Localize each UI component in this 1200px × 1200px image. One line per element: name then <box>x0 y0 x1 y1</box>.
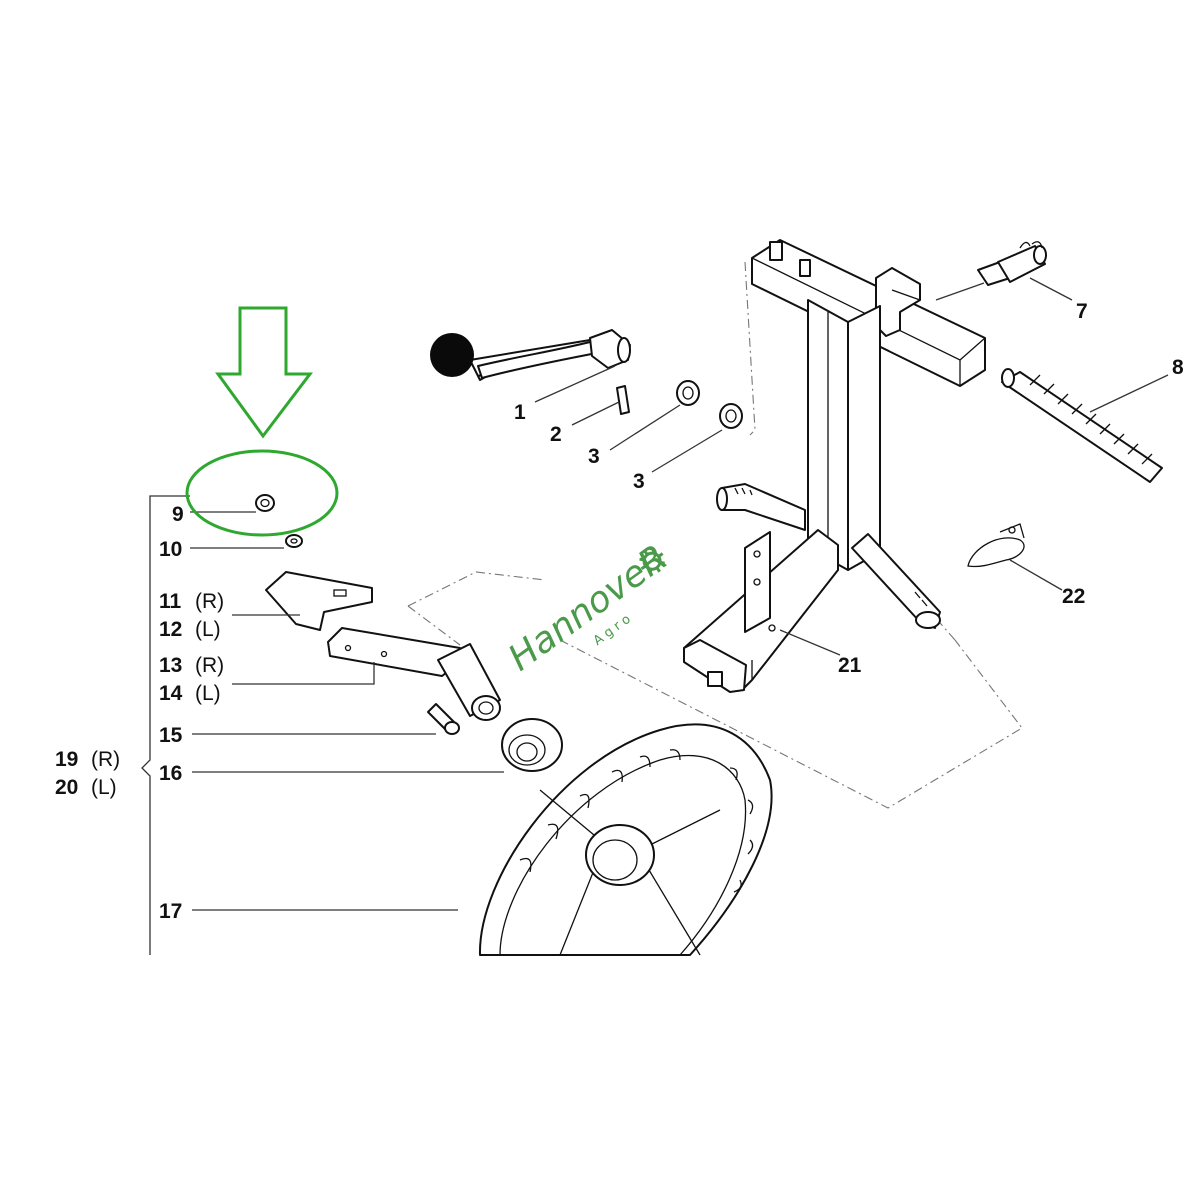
callout-3b: 3 <box>633 470 645 493</box>
callout-20: 20 <box>55 776 78 799</box>
bearing-part-16 <box>501 718 563 772</box>
handle-knob-icon <box>430 333 474 377</box>
callout-14-side: (L) <box>195 682 221 705</box>
callout-21: 21 <box>838 654 862 677</box>
callout-labels: 1 2 3 3 7 8 22 21 9 10 11 (R) 12 (L) 13 … <box>55 300 1184 923</box>
callout-14: 14 <box>159 682 183 705</box>
callout-3a: 3 <box>588 445 600 468</box>
washers-part-3 <box>676 380 743 429</box>
callout-19-side: (R) <box>91 748 120 771</box>
callout-8: 8 <box>1172 356 1184 379</box>
threaded-rod-part-8 <box>1001 368 1163 483</box>
callout-20-side: (L) <box>91 776 117 799</box>
callout-10: 10 <box>159 538 182 561</box>
watermark-logo: HannoveR Agro <box>501 537 675 679</box>
callout-17: 17 <box>159 900 182 923</box>
callout-11-side: (R) <box>195 590 224 613</box>
watermark-brand: HannoveR <box>501 537 675 679</box>
highlight-arrow-icon <box>215 306 314 439</box>
callout-19: 19 <box>55 748 78 771</box>
callout-1: 1 <box>514 401 526 424</box>
highlight-circle <box>185 449 339 537</box>
gear-icon <box>639 548 665 574</box>
fitting-part-7 <box>977 241 1047 286</box>
callout-13: 13 <box>159 654 182 677</box>
highlight-markers <box>185 306 339 537</box>
callout-2: 2 <box>550 423 562 446</box>
callout-13-side: (R) <box>195 654 224 677</box>
callout-15: 15 <box>159 724 183 747</box>
callout-22: 22 <box>1062 585 1085 608</box>
callout-11: 11 <box>159 590 182 613</box>
pin-part-2 <box>616 385 630 415</box>
callout-16: 16 <box>159 762 182 785</box>
leader-lines <box>141 277 1169 955</box>
washer-part-10 <box>285 534 303 548</box>
lynch-pin-part-22 <box>967 523 1025 568</box>
callout-9: 9 <box>172 503 184 526</box>
wheel-assembly <box>255 494 773 956</box>
callout-12: 12 <box>159 618 182 641</box>
callout-7: 7 <box>1076 300 1088 323</box>
arm-part-13 <box>327 627 461 677</box>
scraper-part-11 <box>265 571 373 631</box>
nut-part-9 <box>255 494 275 512</box>
frame-stand-part-21 <box>683 239 986 693</box>
crank-handle-part-1 <box>430 329 631 381</box>
callout-12-side: (L) <box>195 618 221 641</box>
